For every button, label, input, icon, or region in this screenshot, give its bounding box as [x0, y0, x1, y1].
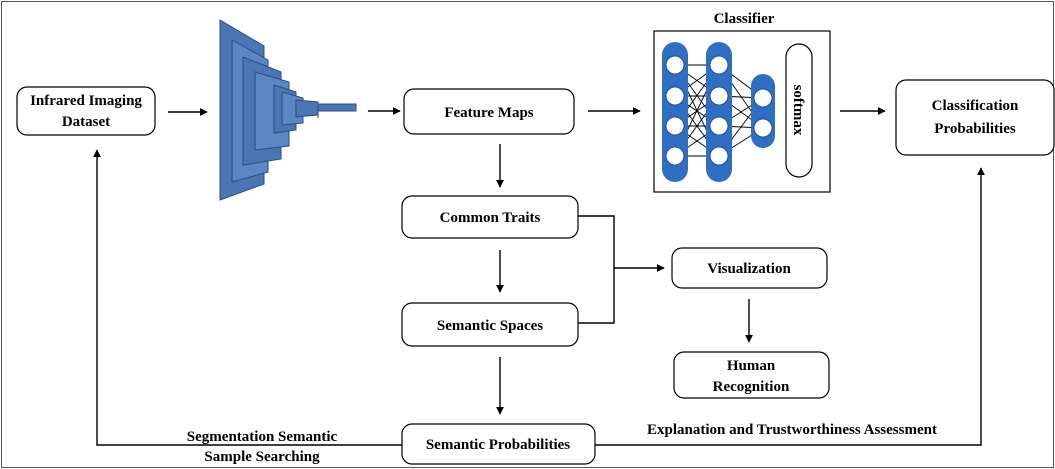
node-semantic-probabilities-label: Semantic Probabilities — [426, 437, 570, 453]
edge-label-explanation: Explanation and Trustworthiness Assessme… — [647, 422, 937, 438]
nn-neuron — [709, 116, 729, 136]
nn-neuron — [665, 86, 685, 106]
softmax-label: softmax — [790, 85, 806, 136]
node-infrared-dataset-line-2: Dataset — [62, 114, 110, 130]
edge-label-segmentation-line-2: Sample Searching — [204, 449, 320, 465]
node-infrared-dataset-line-1: Infrared Imaging — [30, 93, 142, 109]
classifier-title: Classifier — [714, 11, 775, 27]
node-human-recognition-line-2: Recognition — [713, 379, 790, 395]
softmax-block: softmax — [785, 43, 813, 178]
node-human-recognition: Human Recognition — [673, 351, 830, 399]
edges — [93, 107, 985, 446]
node-feature-maps: Feature Maps — [403, 88, 575, 135]
node-infrared-dataset: Infrared Imaging Dataset — [16, 86, 156, 136]
edge-semantic-probabilities-to-classification — [595, 167, 985, 446]
nn-neuron — [709, 146, 729, 166]
node-visualization-label: Visualization — [707, 261, 791, 277]
nn-neuron — [753, 88, 773, 108]
node-visualization: Visualization — [671, 247, 828, 289]
node-classification-probabilities-line-1: Classification — [932, 98, 1019, 114]
edge-semantic-probabilities-to-dataset — [93, 149, 402, 446]
node-semantic-spaces-label: Semantic Spaces — [437, 318, 543, 334]
edge-label-segmentation-line-1: Segmentation Semantic — [187, 429, 338, 445]
node-common-traits-label: Common Traits — [440, 210, 541, 226]
node-semantic-probabilities: Semantic Probabilities — [401, 423, 596, 465]
node-human-recognition-line-1: Human — [727, 358, 776, 374]
neural-network-icon — [662, 42, 775, 182]
node-classification-probabilities-line-2: Probabilities — [934, 121, 1016, 137]
nn-neuron — [665, 146, 685, 166]
node-semantic-spaces: Semantic Spaces — [401, 302, 579, 347]
nn-neuron — [753, 118, 773, 138]
node-common-traits: Common Traits — [401, 195, 579, 239]
node-feature-maps-label: Feature Maps — [444, 105, 533, 121]
nn-neuron — [709, 55, 729, 75]
nn-neuron — [665, 116, 685, 136]
node-classification-probabilities: Classification Probabilities — [895, 79, 1055, 156]
cnn-layers-icon — [219, 19, 357, 201]
classifier: Classifier softmax — [653, 11, 831, 193]
nn-neuron — [709, 86, 729, 106]
edge-traits-spaces-merge — [578, 215, 615, 324]
nn-neuron — [665, 55, 685, 75]
